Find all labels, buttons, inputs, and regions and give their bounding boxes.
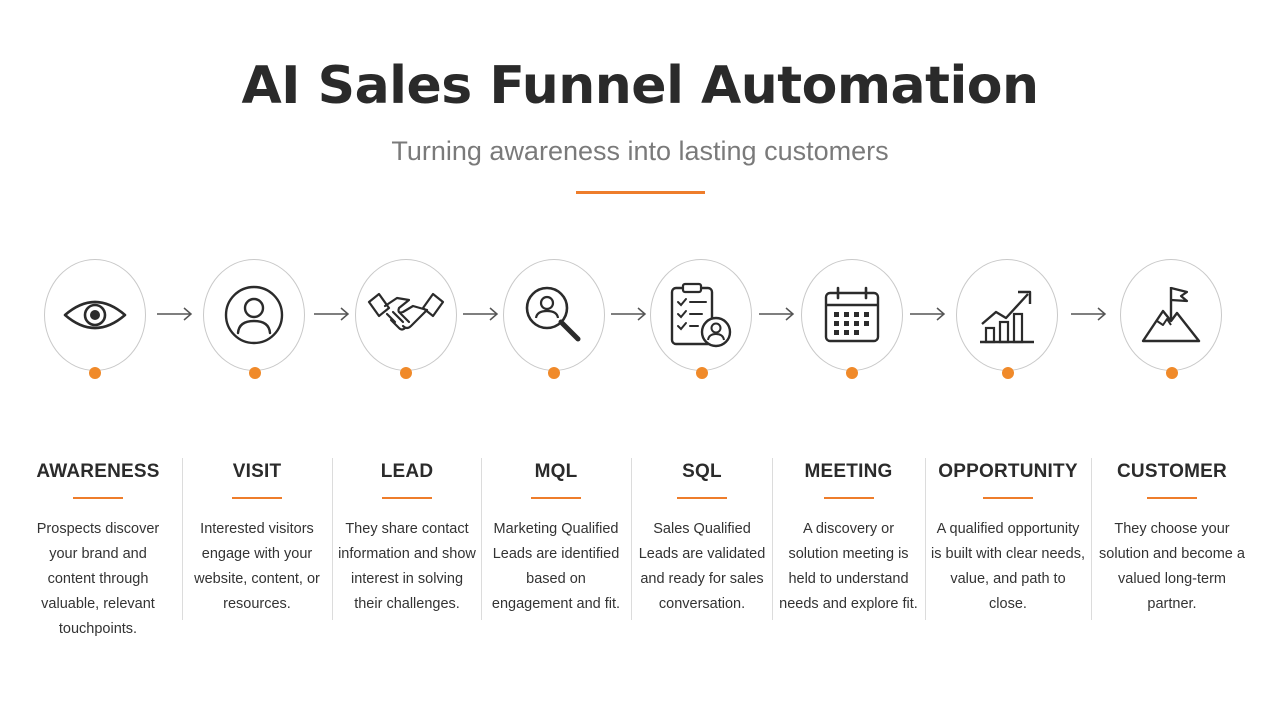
- stage-dot: [1166, 367, 1178, 379]
- clipboard-checklist-icon: [670, 282, 732, 348]
- stage-column-sql: SQL Sales Qualified Leads are validated …: [638, 458, 766, 617]
- page-title: AI Sales Funnel Automation: [241, 56, 1039, 116]
- stage-circle-lead: [355, 259, 457, 371]
- page-subtitle: Turning awareness into lasting customers: [391, 136, 889, 166]
- stage-column-meeting: MEETING A discovery or solution meeting …: [778, 458, 919, 617]
- stage-description: They choose your solution and become a v…: [1099, 521, 1245, 612]
- stage-circle-mql: [503, 259, 605, 371]
- stage-description: Interested visitors engage with your web…: [194, 521, 320, 612]
- stage-underline: [232, 497, 282, 499]
- stage-dot: [400, 367, 412, 379]
- stage-underline: [677, 497, 727, 499]
- stage-column-visit: VISIT Interested visitors engage with yo…: [192, 458, 322, 617]
- stage-dot: [696, 367, 708, 379]
- stage-heading: MEETING: [804, 461, 893, 482]
- column-divider: [481, 458, 482, 620]
- stage-description: Marketing Qualified Leads are identified…: [491, 521, 621, 612]
- stage-circle-visit: [203, 259, 305, 371]
- stage-description: Prospects discover your brand and conten…: [36, 521, 160, 637]
- arrow-right-icon: [611, 307, 647, 321]
- stage-dot: [1002, 367, 1014, 379]
- stage-description: Sales Qualified Leads are validated and …: [638, 521, 766, 612]
- stage-circle-meeting: [801, 259, 903, 371]
- stage-dot: [846, 367, 858, 379]
- stage-column-awareness: AWARENESS Prospects discover your brand …: [24, 458, 172, 642]
- stage-circle-customer: [1120, 259, 1222, 371]
- stage-underline: [983, 497, 1033, 499]
- stage-heading: LEAD: [380, 461, 434, 482]
- magnifier-user-icon: [525, 286, 581, 342]
- stage-underline: [531, 497, 581, 499]
- stage-heading: SQL: [682, 461, 722, 482]
- stage-circle-awareness: [44, 259, 146, 371]
- mountain-flag-icon: [1141, 286, 1201, 343]
- user-circle-icon: [224, 285, 284, 345]
- arrow-right-icon: [1071, 307, 1107, 321]
- arrow-right-icon: [463, 307, 499, 321]
- column-divider: [332, 458, 333, 620]
- column-divider: [631, 458, 632, 620]
- calendar-icon: [824, 286, 880, 343]
- stage-heading: CUSTOMER: [1117, 461, 1227, 482]
- handshake-icon: [367, 292, 445, 331]
- column-divider: [182, 458, 183, 620]
- stage-dot: [89, 367, 101, 379]
- stage-heading: OPPORTUNITY: [938, 461, 1078, 482]
- stage-heading: VISIT: [232, 461, 282, 482]
- stage-circle-sql: [650, 259, 752, 371]
- arrow-right-icon: [314, 307, 350, 321]
- stage-column-opportunity: OPPORTUNITY A qualified opportunity is b…: [931, 458, 1085, 617]
- title-underline: [576, 191, 705, 194]
- eye-icon: [63, 300, 127, 330]
- stage-description: They share contact information and show …: [338, 521, 476, 612]
- stage-description: A qualified opportunity is built with cl…: [931, 521, 1085, 612]
- arrow-right-icon: [157, 307, 193, 321]
- stage-column-lead: LEAD They share contact information and …: [338, 458, 476, 617]
- stage-dot: [548, 367, 560, 379]
- stage-underline: [73, 497, 123, 499]
- stage-underline: [823, 497, 874, 499]
- stage-heading: MQL: [534, 461, 578, 482]
- stage-circle-opportunity: [956, 259, 1058, 371]
- growth-chart-icon: [980, 290, 1034, 344]
- stage-dot: [249, 367, 261, 379]
- stage-description: A discovery or solution meeting is held …: [779, 521, 918, 612]
- column-divider: [1091, 458, 1092, 620]
- stage-heading: AWARENESS: [36, 461, 160, 482]
- stage-column-mql: MQL Marketing Qualified Leads are identi…: [486, 458, 626, 617]
- column-divider: [925, 458, 926, 620]
- stage-underline: [1147, 497, 1197, 499]
- arrow-right-icon: [759, 307, 795, 321]
- stage-column-customer: CUSTOMER They choose your solution and b…: [1097, 458, 1247, 617]
- column-divider: [772, 458, 773, 620]
- stage-underline: [382, 497, 432, 499]
- arrow-right-icon: [910, 307, 946, 321]
